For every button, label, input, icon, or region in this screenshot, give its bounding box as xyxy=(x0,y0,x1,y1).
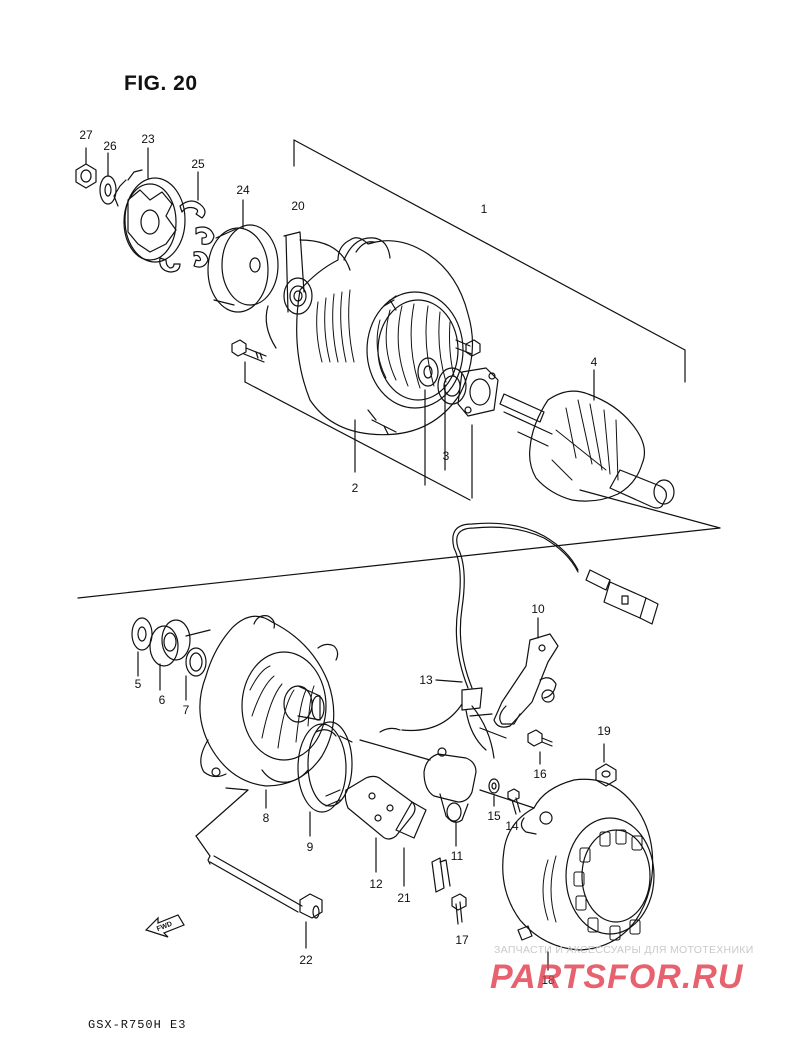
part-16-screw xyxy=(527,729,553,765)
part-7-ring xyxy=(185,647,207,701)
part-18-rear-cover xyxy=(502,778,655,971)
callout-3: 3 xyxy=(442,449,450,463)
part-24-pulley-cover xyxy=(207,199,279,313)
part-9-cover xyxy=(297,721,353,837)
fwd-arrow-icon: FWD xyxy=(144,914,185,938)
part-21-brush-holder xyxy=(395,801,427,887)
callout-2: 2 xyxy=(351,481,359,495)
part-19-nut xyxy=(595,743,617,787)
part-13-harness xyxy=(379,522,659,759)
callout-9: 9 xyxy=(306,840,314,854)
part-15-washer xyxy=(488,778,500,807)
callout-27: 27 xyxy=(79,128,93,142)
part-14-screw xyxy=(507,788,521,815)
part-8-rear-housing xyxy=(199,615,339,809)
part-6-bearing xyxy=(149,619,191,691)
callout-20: 20 xyxy=(291,199,305,213)
part-3-bearing-plate xyxy=(437,367,499,417)
callout-25: 25 xyxy=(191,157,205,171)
part-23-coupling xyxy=(113,147,186,263)
callout-19: 19 xyxy=(597,724,611,738)
callout-22: 22 xyxy=(299,953,313,967)
figure-title: FIG. 20 xyxy=(124,72,198,95)
assembly-bracket-upper xyxy=(77,139,721,599)
callout-15: 15 xyxy=(487,809,501,823)
part-10-bracket xyxy=(493,617,559,728)
callout-13: 13 xyxy=(419,673,433,687)
part-20-bearing xyxy=(265,231,351,349)
part-26-washer xyxy=(99,152,117,205)
callout-10: 10 xyxy=(531,602,545,616)
callout-8: 8 xyxy=(262,811,270,825)
part-27-nut xyxy=(75,147,97,189)
part-25-dampers xyxy=(159,171,215,273)
part-22-long-bolt xyxy=(207,855,323,949)
callout-4: 4 xyxy=(590,355,598,369)
watermark-logo: PARTSFOR.RU xyxy=(490,958,744,996)
part-11-terminal-block xyxy=(423,747,477,847)
alternator-front-housing xyxy=(296,237,481,436)
callout-17: 17 xyxy=(455,933,469,947)
callout-11: 11 xyxy=(450,849,464,863)
callout-5: 5 xyxy=(134,677,142,691)
callout-14: 14 xyxy=(505,819,519,833)
callout-16: 16 xyxy=(533,767,547,781)
model-code: GSX-R750H E3 xyxy=(88,1018,187,1032)
callout-21: 21 xyxy=(397,891,411,905)
callout-26: 26 xyxy=(103,139,117,153)
assembly-lines-lower xyxy=(185,629,535,857)
callout-1: 1 xyxy=(480,202,488,216)
callout-6: 6 xyxy=(158,693,166,707)
callout-24: 24 xyxy=(236,183,250,197)
callout-7: 7 xyxy=(182,703,190,717)
part-5-washer xyxy=(131,617,153,677)
callout-23: 23 xyxy=(141,132,155,146)
part-12-regulator xyxy=(325,775,416,873)
watermark-tagline: ЗАПЧАСТИ И АКСЕССУАРЫ ДЛЯ МОТОТЕХНИКИ xyxy=(494,944,754,956)
part-17-screw-clip xyxy=(431,857,467,925)
callout-12: 12 xyxy=(369,877,383,891)
part-4-rotor xyxy=(499,369,675,509)
part-2-housing-bolt xyxy=(231,339,267,363)
callout-18: 18 xyxy=(541,973,555,987)
